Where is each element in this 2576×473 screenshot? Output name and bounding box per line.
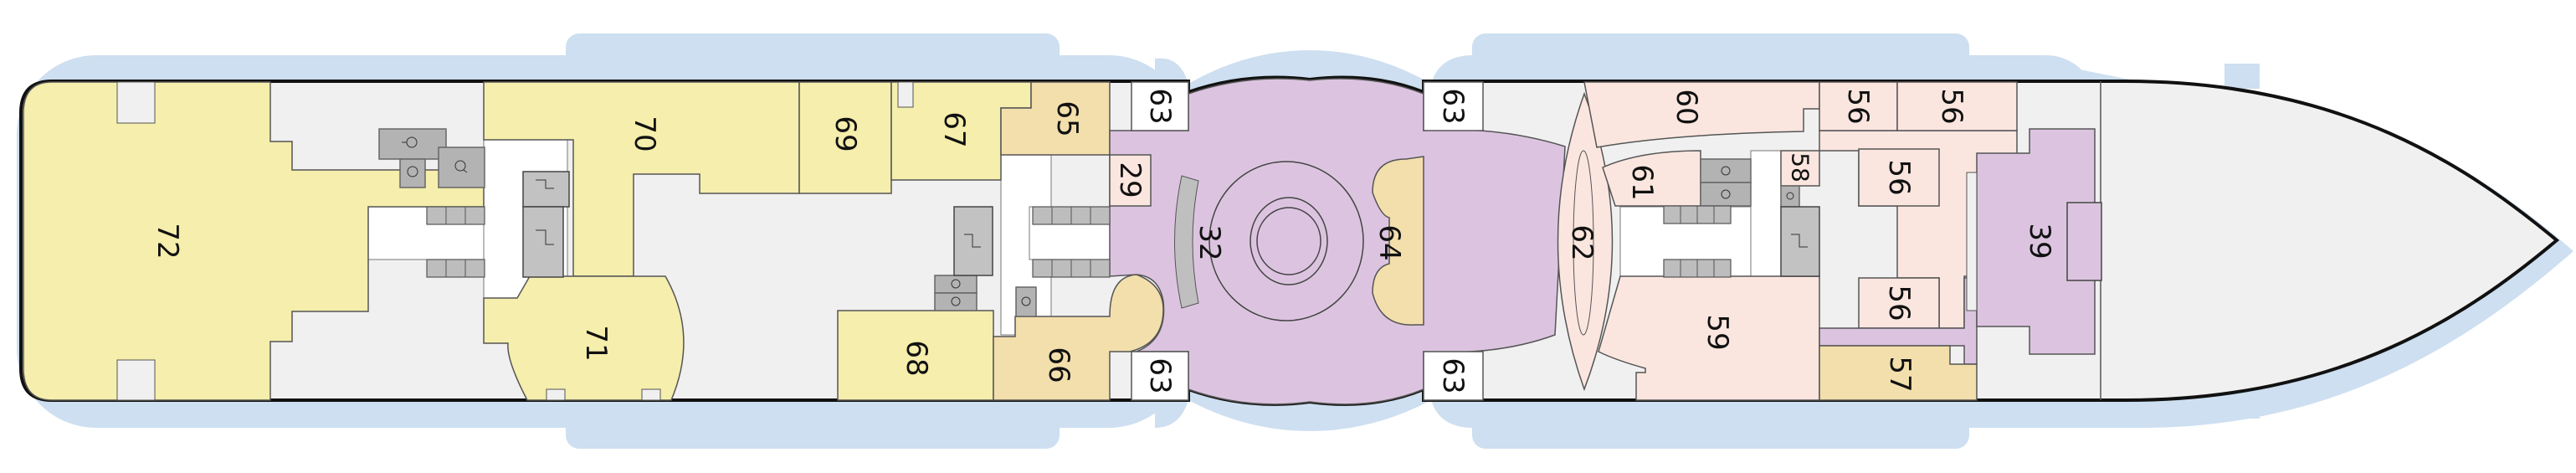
room-label-67: 67: [937, 111, 971, 147]
room-68[interactable]: 68: [837, 310, 994, 401]
elevator-icon: [426, 206, 485, 225]
room-label-32: 32: [1193, 224, 1226, 260]
room-label-63: 63: [1436, 88, 1470, 124]
wc-male-icon: [1700, 158, 1752, 183]
room-label-72: 72: [151, 223, 184, 259]
elevator-icon: [426, 259, 485, 278]
room-64[interactable]: 64: [1372, 156, 1424, 326]
room-label-56: 56: [1882, 159, 1916, 195]
room-label-68: 68: [900, 340, 933, 376]
room-label-56: 56: [1882, 285, 1916, 321]
room-label-71: 71: [579, 325, 613, 361]
room-56-b[interactable]: 56: [1896, 81, 2018, 131]
room-69[interactable]: 69: [798, 81, 892, 194]
wc-female-icon: [1700, 182, 1752, 207]
room-61[interactable]: 61: [1602, 150, 1701, 207]
room-63-fwd-top[interactable]: 63: [1423, 81, 1484, 131]
room-59[interactable]: 59: [1598, 275, 1820, 401]
room-label-56: 56: [1935, 88, 1968, 124]
room-56-d[interactable]: 56: [1858, 277, 1940, 329]
stairs-icon: [522, 171, 570, 208]
stairs-icon: [953, 206, 993, 276]
room-65[interactable]: 65: [1000, 81, 1111, 156]
room-label-29: 29: [1113, 162, 1147, 198]
room-label-58: 58: [1787, 152, 1814, 183]
stairs-icon: [522, 206, 564, 278]
room-56-a[interactable]: 56: [1819, 81, 1898, 131]
room-label-66: 66: [1042, 347, 1075, 383]
room-label-63: 63: [1143, 357, 1177, 393]
room-label-56: 56: [1841, 88, 1875, 124]
room-67[interactable]: 67: [890, 81, 1032, 181]
room-label-65: 65: [1050, 100, 1084, 136]
wc-male-icon: [934, 292, 978, 311]
wc-accessible-icon: [1780, 185, 1800, 208]
room-63-fwd-bottom[interactable]: 63: [1423, 351, 1484, 401]
wc-accessible-icon: [1015, 286, 1037, 317]
elevator-bank: [426, 205, 1732, 278]
room-label-64: 64: [1373, 224, 1406, 260]
room-32-atrium[interactable]: 32: [1109, 78, 1566, 405]
room-63-aft-bottom[interactable]: 63: [1131, 351, 1189, 401]
room-58[interactable]: 58: [1780, 150, 1820, 187]
room-label-60: 60: [1670, 89, 1703, 125]
wc-female-icon: [378, 128, 447, 160]
wc-accessible-icon: [399, 158, 426, 188]
room-71[interactable]: 71: [483, 275, 685, 401]
room-label-62: 62: [1565, 224, 1598, 260]
room-56-c[interactable]: 56: [1858, 148, 1940, 207]
room-39[interactable]: 39: [1966, 128, 2102, 355]
room-label-61: 61: [1625, 164, 1659, 200]
room-label-39: 39: [2023, 223, 2056, 259]
room-66[interactable]: 66: [993, 274, 1164, 401]
wc-female-icon: [934, 275, 978, 294]
room-label-59: 59: [1701, 314, 1734, 350]
room-label-63: 63: [1436, 357, 1470, 393]
stairs-icon: [1780, 206, 1820, 277]
room-57[interactable]: 57: [1819, 345, 1978, 401]
room-label-63: 63: [1143, 88, 1177, 124]
room-63-aft-top[interactable]: 63: [1131, 81, 1189, 131]
room-60[interactable]: 60: [1583, 81, 1820, 148]
room-label-69: 69: [829, 116, 862, 152]
room-label-57: 57: [1883, 356, 1917, 392]
room-label-70: 70: [628, 116, 661, 152]
wc-male-icon: [438, 147, 485, 188]
room-62[interactable]: 62: [1557, 91, 1614, 392]
room-29[interactable]: 29: [1109, 154, 1152, 207]
